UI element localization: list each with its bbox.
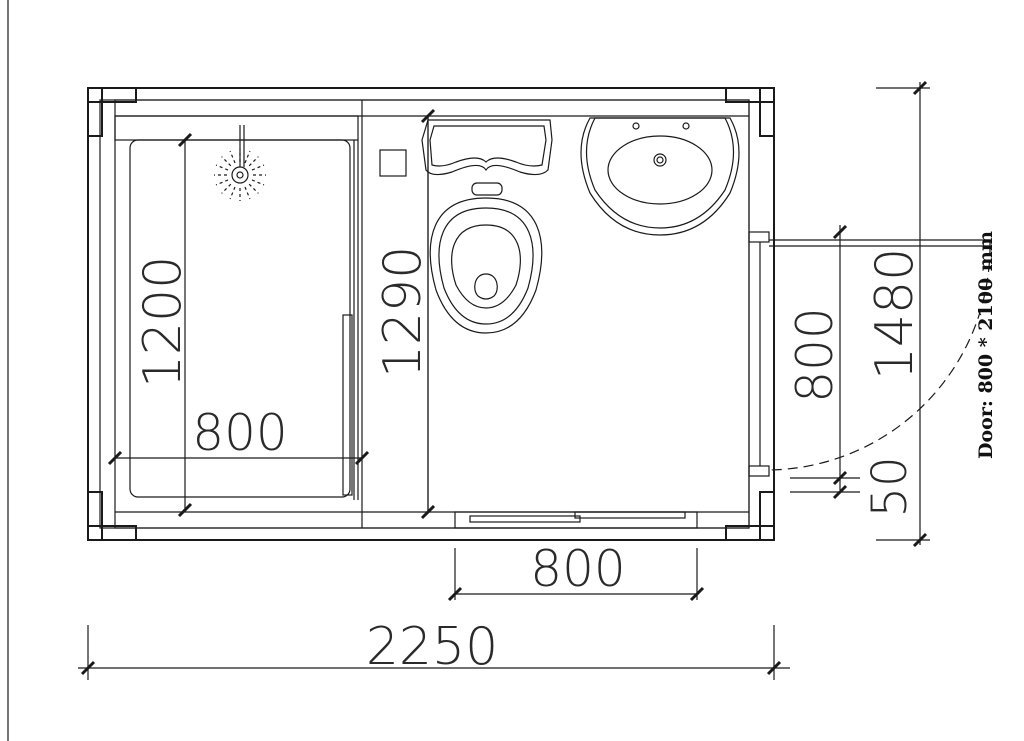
right-door <box>748 231 991 477</box>
dimension-tick <box>177 502 193 518</box>
dimension-tick <box>354 450 370 466</box>
dimension-tick <box>912 532 928 548</box>
shower-head-icon <box>214 125 266 201</box>
shower-width-label: 800 <box>192 404 287 462</box>
bottom-opening <box>454 511 698 529</box>
dimension-ticks <box>80 80 928 676</box>
dimension-tick <box>832 470 848 486</box>
dimension-tick <box>177 132 193 148</box>
dimension-tick <box>447 586 463 602</box>
dimension-tick <box>420 108 436 124</box>
dimension-tick <box>912 80 928 96</box>
outer-walls <box>87 87 775 541</box>
toilet-icon <box>421 119 553 334</box>
dimension-tick <box>766 660 782 676</box>
right-door-label: 800 <box>786 307 844 402</box>
dimension-lines <box>78 82 930 680</box>
dimension-tick <box>689 586 705 602</box>
total-depth-label: 1480 <box>865 248 925 380</box>
dimension-tick <box>80 660 96 676</box>
dimension-tick <box>107 450 123 466</box>
floor-drain-icon <box>379 149 407 177</box>
right-gap-label: 50 <box>862 456 918 517</box>
total-width-label: 2250 <box>366 617 498 677</box>
dimension-tick <box>832 224 848 240</box>
dimension-tick <box>832 484 848 500</box>
door-spec-label: Door: 800 * 2100 mm <box>975 231 997 459</box>
bottom-opening-label: 800 <box>530 540 625 598</box>
glass-door <box>342 314 353 496</box>
dimension-tick <box>420 504 436 520</box>
sink-icon <box>580 117 740 236</box>
shower-depth-label: 1200 <box>133 256 193 388</box>
toilet-depth-label: 1290 <box>373 246 433 378</box>
